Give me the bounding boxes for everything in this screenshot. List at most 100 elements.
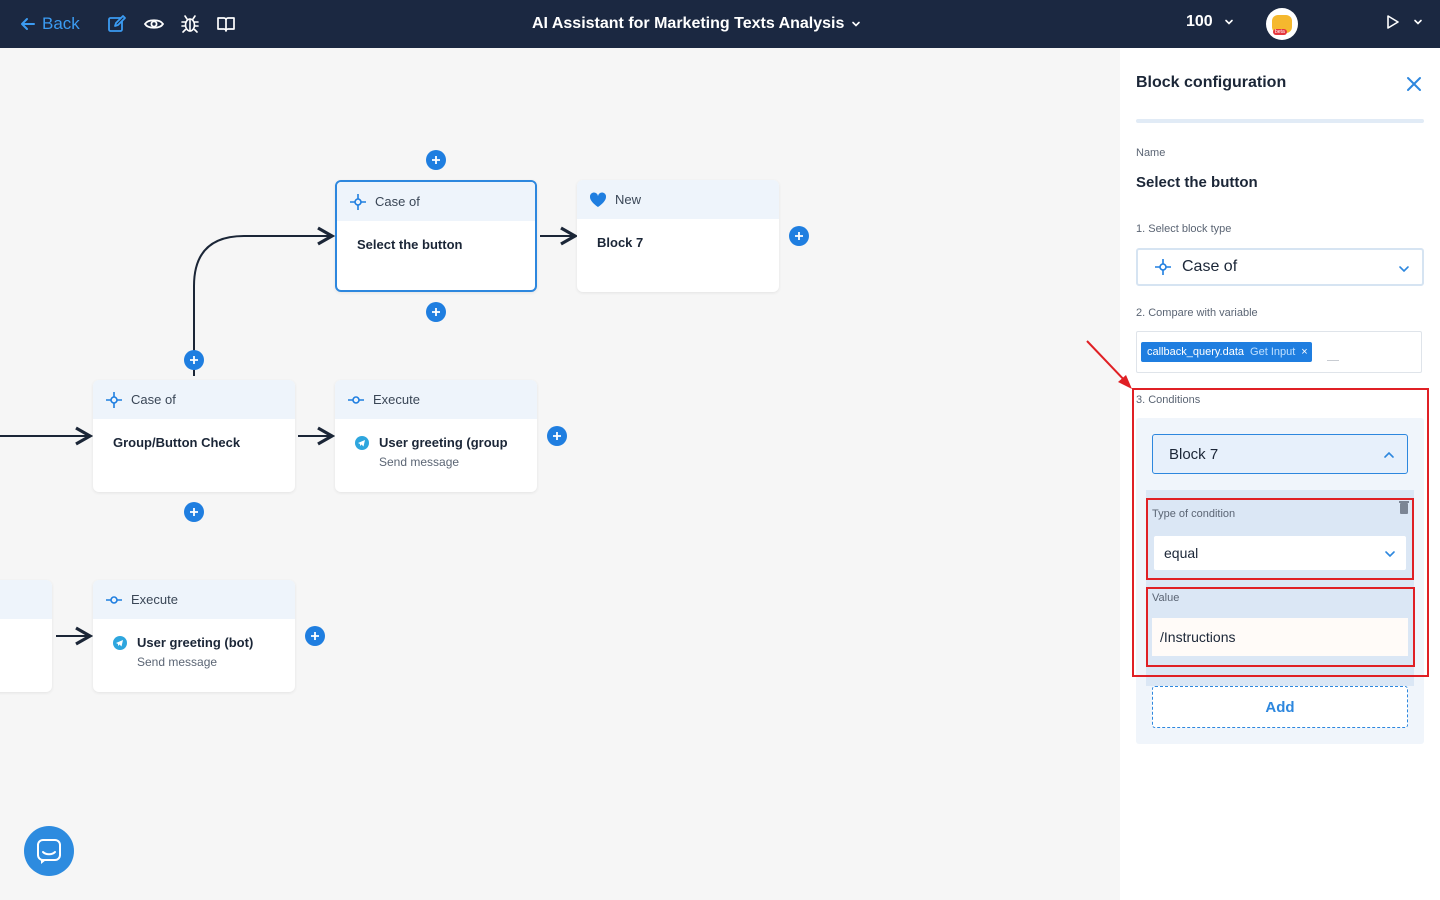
compare-variable-input[interactable]: callback_query.data Get Input ×: [1136, 331, 1422, 373]
execute-icon: [106, 595, 122, 604]
add-node-button[interactable]: [184, 350, 204, 370]
node-group-button-check[interactable]: Case of Group/Button Check: [93, 380, 295, 492]
block-name[interactable]: Select the button: [1136, 174, 1258, 191]
book-icon: [217, 17, 235, 32]
chevron-down-icon: [1224, 19, 1233, 25]
plus-icon: [432, 156, 440, 164]
top-bar: Back AI Assistant for Marketing Texts An…: [0, 0, 1440, 48]
trash-icon[interactable]: [1398, 500, 1410, 514]
node-title: User greeting (group: [379, 435, 508, 450]
back-button[interactable]: Back: [20, 12, 80, 36]
node-title: Group/Button Check: [113, 435, 241, 450]
value-label: Value: [1152, 592, 1180, 604]
chevron-down-icon: [852, 21, 861, 27]
chevron-down-icon: [1399, 266, 1409, 273]
add-node-button[interactable]: [426, 150, 446, 170]
project-title-dropdown[interactable]: AI Assistant for Marketing Texts Analysi…: [532, 13, 862, 35]
conditions-section: Block 7 Type of condition equal Value Ad…: [1136, 418, 1424, 744]
panel-title: Block configuration: [1136, 74, 1287, 91]
close-icon[interactable]: [1406, 76, 1422, 92]
preview-button[interactable]: [143, 13, 165, 35]
back-label: Back: [42, 14, 80, 33]
condition-editor: Type of condition equal Value: [1146, 490, 1414, 686]
support-chat-button[interactable]: [24, 826, 74, 876]
bug-icon: [181, 15, 199, 33]
play-icon: [1387, 15, 1399, 29]
chevron-down-icon: [1414, 19, 1422, 25]
condition-block-value: Block 7: [1169, 445, 1219, 463]
node-header: New: [577, 180, 779, 219]
compare-variable-label: 2. Compare with variable: [1136, 307, 1258, 319]
connection-lines: [0, 226, 579, 646]
arrow-left-icon: [21, 18, 35, 30]
add-node-button[interactable]: [789, 226, 809, 246]
plus-icon: [795, 232, 803, 240]
variable-tag: callback_query.data Get Input ×: [1141, 342, 1312, 362]
flow-canvas[interactable]: Case of Select the button New Block 7 Ca…: [0, 48, 1120, 900]
text-cursor: [1327, 360, 1339, 361]
node-header: Execute: [93, 580, 295, 619]
node-type-label: Execute: [131, 592, 178, 607]
run-dropdown[interactable]: [1386, 14, 1424, 30]
node-title: User greeting (bot): [137, 635, 254, 650]
condition-value-input[interactable]: [1152, 618, 1408, 656]
debug-button[interactable]: [179, 13, 201, 35]
node-header: [0, 580, 52, 619]
node-user-greeting-group[interactable]: Execute User greeting (group Send messag…: [335, 380, 537, 492]
node-type-label: Case of: [131, 392, 176, 407]
condition-block-select[interactable]: Block 7: [1152, 434, 1408, 474]
add-node-button[interactable]: [426, 302, 446, 322]
zoom-dropdown[interactable]: 100: [1186, 13, 1235, 31]
beta-badge: beta: [1273, 29, 1287, 35]
node-select-the-button[interactable]: Case of Select the button: [335, 180, 537, 292]
conditions-label: 3. Conditions: [1136, 394, 1201, 406]
remove-tag-button[interactable]: ×: [1301, 346, 1308, 358]
plus-icon: [432, 308, 440, 316]
block-configuration-panel: Block configuration Name Select the butt…: [1120, 48, 1440, 900]
execute-icon: [348, 395, 364, 404]
node-header: Case of: [337, 182, 535, 221]
plus-icon: [553, 432, 561, 440]
zoom-level: 100: [1186, 13, 1213, 30]
variable-tag-name: callback_query.data: [1147, 346, 1245, 358]
case-of-icon: [350, 193, 366, 210]
plus-icon: [190, 508, 198, 516]
type-of-condition-select[interactable]: equal: [1154, 536, 1406, 570]
type-of-condition-value: equal: [1164, 545, 1199, 561]
block-type-value: Case of: [1182, 258, 1238, 275]
node-title: Block 7: [597, 235, 644, 250]
node-type-label: Case of: [375, 194, 420, 209]
docs-button[interactable]: [215, 13, 237, 35]
avatar[interactable]: beta: [1266, 8, 1298, 40]
panel-divider: [1136, 119, 1424, 123]
heart-icon: [589, 191, 607, 207]
case-of-icon: [106, 391, 122, 408]
edge-line: [193, 226, 336, 376]
add-node-button[interactable]: [305, 626, 325, 646]
name-label: Name: [1136, 147, 1166, 159]
chevron-down-icon: [1385, 551, 1395, 558]
case-of-icon: [1155, 259, 1171, 275]
node-type-label: Execute: [373, 392, 420, 407]
add-node-button[interactable]: [547, 426, 567, 446]
block-type-label: 1. Select block type: [1136, 223, 1232, 235]
edit-icon: [108, 15, 126, 32]
telegram-icon: [355, 436, 369, 450]
node-header: Case of: [93, 380, 295, 419]
node-user-greeting-bot[interactable]: Execute User greeting (bot) Send message: [93, 580, 295, 692]
node-title: Select the button: [357, 237, 463, 252]
add-node-button[interactable]: [184, 502, 204, 522]
node-type-label: New: [615, 192, 642, 207]
telegram-icon: [113, 636, 127, 650]
project-title: AI Assistant for Marketing Texts Analysi…: [532, 15, 845, 32]
node-subtitle: Send message: [137, 655, 218, 669]
edit-button[interactable]: [106, 13, 128, 35]
variable-tag-source: Get Input: [1250, 346, 1296, 358]
node-partial[interactable]: [0, 580, 52, 692]
node-block-7[interactable]: New Block 7: [577, 180, 779, 292]
add-condition-button[interactable]: Add: [1152, 686, 1408, 728]
node-subtitle: Send message: [379, 455, 460, 469]
block-type-select[interactable]: Case of: [1136, 248, 1424, 286]
chat-icon: [37, 839, 61, 864]
plus-icon: [311, 632, 319, 640]
